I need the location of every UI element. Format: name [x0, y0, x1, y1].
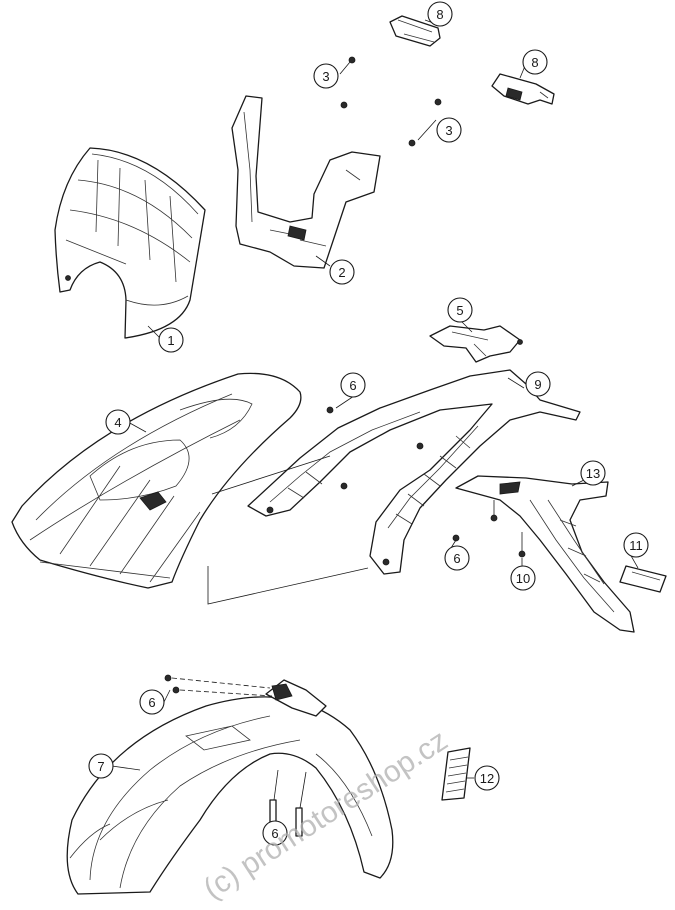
callout-circle — [427, 1, 453, 27]
callout-3: 3 — [436, 117, 462, 143]
callout-label: 3 — [445, 123, 452, 138]
callout-label: 12 — [480, 771, 494, 786]
callout-label: 7 — [97, 759, 104, 774]
callout-4: 4 — [105, 409, 131, 435]
callout-6: 6 — [139, 689, 165, 715]
callout-circle — [474, 765, 500, 791]
reference-lines — [207, 455, 369, 605]
callout-circle — [88, 753, 114, 779]
callout-circle — [510, 565, 536, 591]
callout-circle — [139, 689, 165, 715]
part-7-front-fender — [66, 679, 394, 895]
callout-label: 5 — [456, 303, 463, 318]
part-5-bracket — [429, 325, 523, 363]
part-6-screws-fender — [164, 674, 307, 837]
callout-circle — [623, 532, 649, 558]
callout-label: 6 — [148, 695, 155, 710]
part-10-screws — [490, 500, 526, 558]
part-8-clamp-top — [389, 15, 441, 47]
callout-label: 6 — [271, 826, 278, 841]
callout-label: 4 — [114, 415, 121, 430]
callout-7: 7 — [88, 753, 114, 779]
callout-6: 6 — [340, 372, 366, 398]
part-9-subframe — [247, 369, 581, 575]
callout-label: 3 — [322, 69, 329, 84]
callout-circle — [444, 545, 470, 571]
callout-label: 9 — [534, 377, 541, 392]
callout-5: 5 — [447, 297, 473, 323]
callout-label: 13 — [586, 466, 600, 481]
part-13-rear-fender — [455, 475, 635, 633]
callout-6: 6 — [444, 545, 470, 571]
callout-2: 2 — [329, 259, 355, 285]
callout-3: 3 — [313, 63, 339, 89]
callout-12: 12 — [474, 765, 500, 791]
callout-circle — [158, 327, 184, 353]
callout-9: 9 — [525, 371, 551, 397]
callout-circle — [329, 259, 355, 285]
part-11-plate — [619, 565, 667, 593]
callout-circle — [580, 460, 606, 486]
callout-circle — [447, 297, 473, 323]
callout-8: 8 — [427, 1, 453, 27]
callout-circle — [262, 820, 288, 846]
callout-circle — [525, 371, 551, 397]
callout-label: 11 — [629, 538, 643, 553]
part-1-headlight-mask — [54, 147, 206, 339]
part-12-pad — [441, 747, 471, 801]
callout-6: 6 — [262, 820, 288, 846]
callout-8: 8 — [522, 49, 548, 75]
callout-label: 6 — [349, 378, 356, 393]
callout-label: 1 — [167, 333, 174, 348]
callout-circle — [105, 409, 131, 435]
part-8-clamp-right — [491, 73, 555, 105]
part-6-screws-subframe — [326, 406, 460, 542]
callout-circle — [436, 117, 462, 143]
callout-1: 1 — [158, 327, 184, 353]
part-2-headlight-bracket — [231, 95, 381, 269]
callout-circle — [313, 63, 339, 89]
part-3-screws — [340, 56, 442, 147]
callout-label: 10 — [516, 571, 530, 586]
callout-label: 8 — [531, 55, 538, 70]
callout-label: 6 — [453, 551, 460, 566]
callout-13: 13 — [580, 460, 606, 486]
callout-11: 11 — [623, 532, 649, 558]
callout-label: 2 — [338, 265, 345, 280]
part-4-tail-section — [11, 372, 302, 589]
callout-label: 8 — [436, 7, 443, 22]
callout-circle — [522, 49, 548, 75]
callout-circle — [340, 372, 366, 398]
callout-10: 10 — [510, 565, 536, 591]
